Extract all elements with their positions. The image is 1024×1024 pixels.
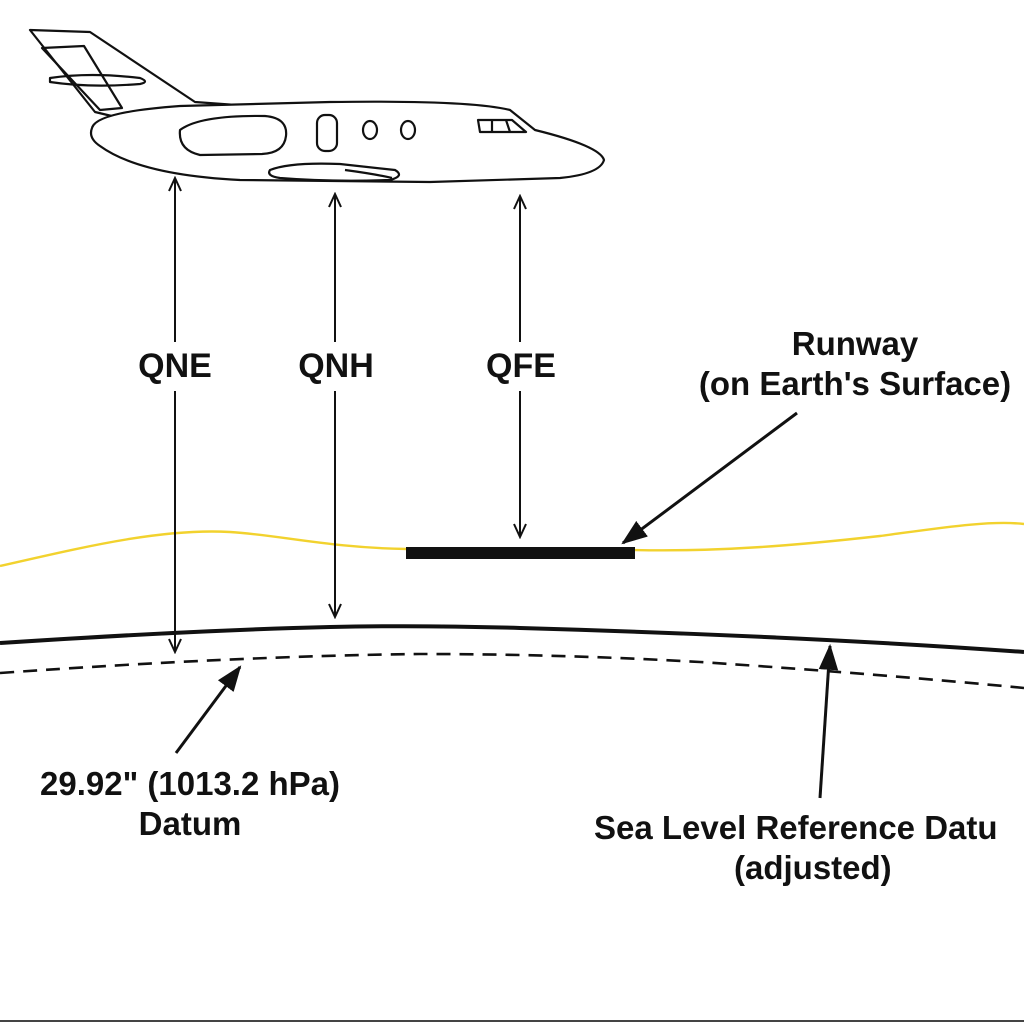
sea-level-datum-label-line2: (adjusted) [734, 848, 892, 886]
engine-nacelle [178, 114, 288, 157]
door [315, 113, 339, 153]
sea-level-callout-arrow [818, 643, 839, 799]
qnh-label: QNH [276, 342, 396, 391]
airplane-icon [28, 28, 606, 184]
fuselage [89, 100, 606, 184]
runway-label-line1: Runway [791, 325, 919, 362]
qne-label: QNE [115, 342, 235, 391]
sea-level-datum-label: Sea Level Reference Datu (adjusted) [594, 808, 1024, 887]
wing [268, 162, 401, 182]
standard-datum-label-line1: 29.92" (1013.2 hPa) [40, 765, 340, 802]
runway-label: Runway (on Earth's Surface) [686, 324, 1024, 403]
sea-level-datum-label-line1: Sea Level Reference Datu [594, 809, 998, 846]
terrain-line [0, 521, 1024, 568]
horizontal-stabilizer [48, 73, 147, 87]
standard-datum-label: 29.92" (1013.2 hPa) Datum [20, 764, 360, 843]
standard-datum-label-line2: Datum [138, 804, 242, 842]
window [361, 119, 379, 141]
cockpit-window [476, 118, 528, 134]
standard-pressure-datum-line [0, 652, 1024, 690]
qfe-label: QFE [461, 342, 581, 391]
runway [406, 547, 635, 559]
runway-callout-arrow [621, 411, 798, 545]
std-datum-callout-arrow [174, 665, 242, 754]
window [399, 119, 417, 141]
runway-label-line2: (on Earth's Surface) [698, 364, 1012, 402]
sea-level-datum-line [0, 624, 1024, 654]
